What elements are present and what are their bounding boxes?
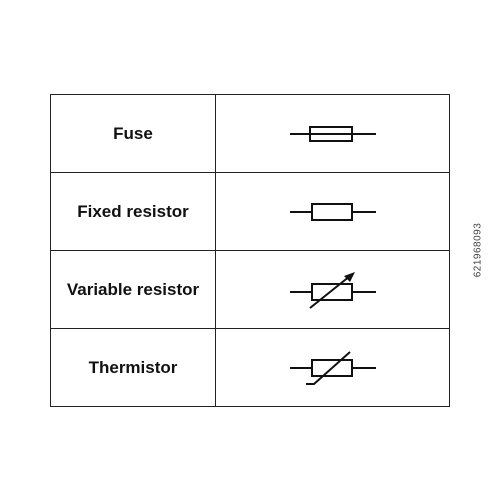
variable-resistor-symbol (289, 271, 376, 309)
component-symbol-table: Fuse Fixed resistor Variable resistor (50, 94, 450, 407)
fixed-resistor-symbol (289, 202, 376, 221)
table-row: Variable resistor (50, 250, 450, 329)
fuse-symbol (289, 125, 376, 142)
component-name-variable-resistor: Variable resistor (50, 250, 216, 329)
thermistor-symbol-cell (215, 328, 450, 407)
variable-resistor-symbol-cell (215, 250, 450, 329)
component-name-fuse: Fuse (50, 94, 216, 173)
fuse-symbol-cell (215, 94, 450, 173)
component-name-fixed-resistor: Fixed resistor (50, 172, 216, 251)
table-row: Fuse (50, 94, 450, 173)
table-row: Fixed resistor (50, 172, 450, 251)
thermistor-symbol (289, 350, 376, 385)
component-name-thermistor: Thermistor (50, 328, 216, 407)
fixed-resistor-symbol-cell (215, 172, 450, 251)
table-row: Thermistor (50, 328, 450, 407)
side-id-text: 621968093 (472, 222, 484, 278)
